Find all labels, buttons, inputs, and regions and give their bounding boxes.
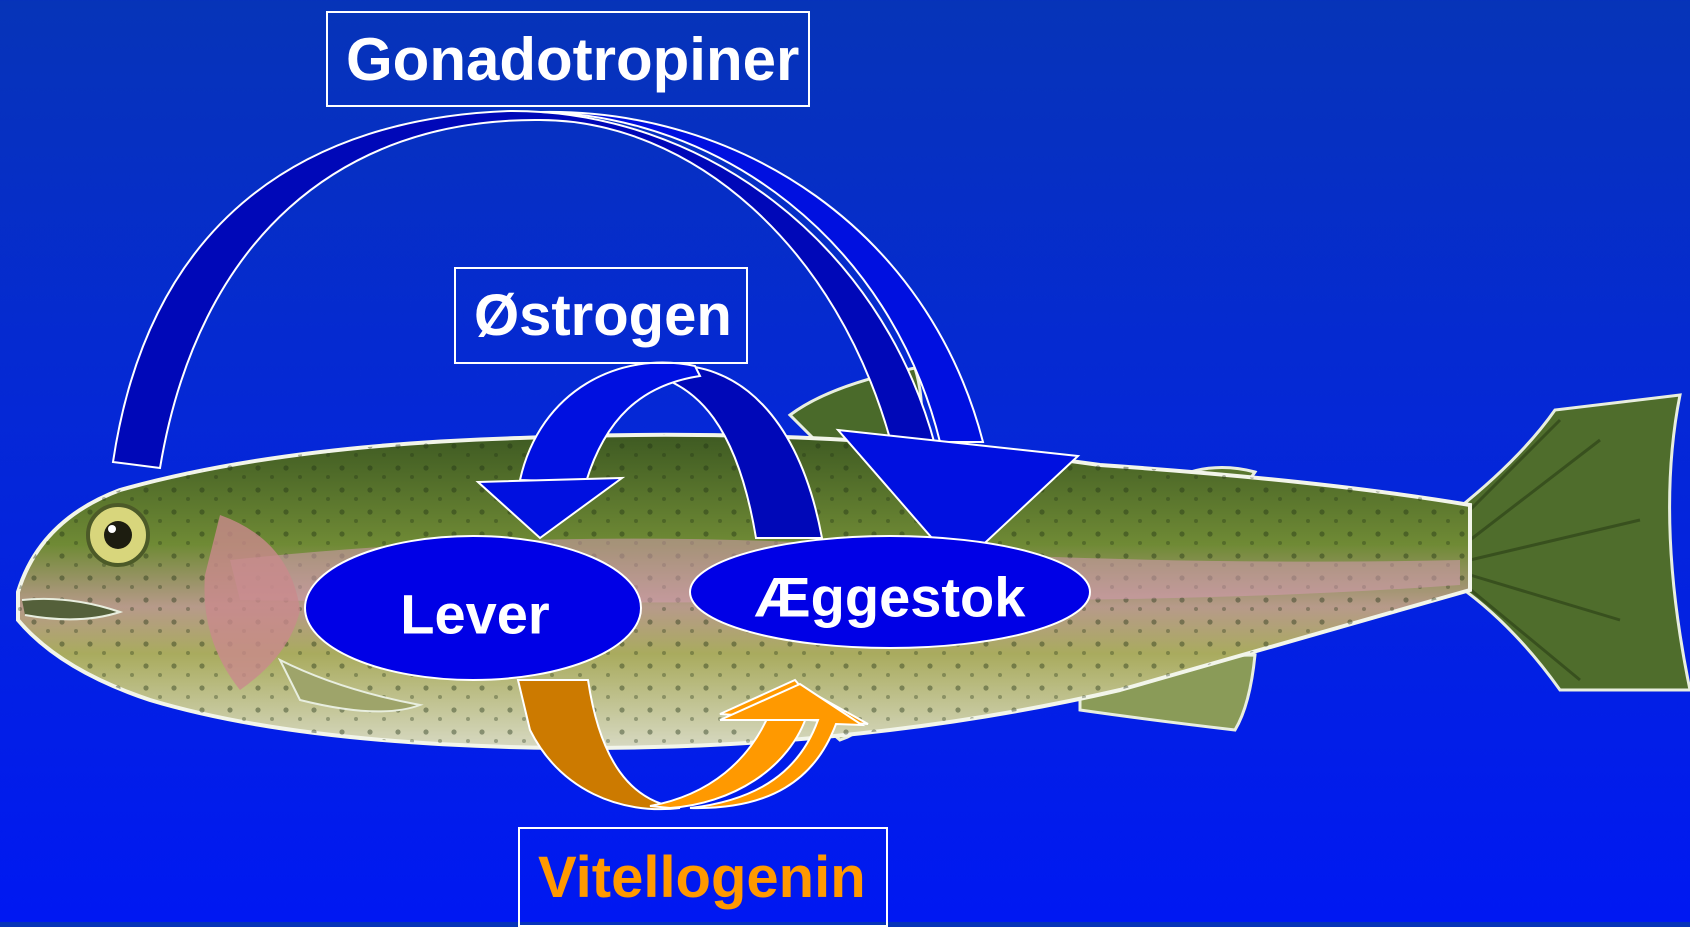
ostrogen-text: Østrogen bbox=[474, 282, 732, 349]
ostrogen-label: Østrogen bbox=[454, 267, 748, 364]
gonadotropiner-label: Gonadotropiner bbox=[326, 11, 810, 107]
gonadotropiner-text: Gonadotropiner bbox=[346, 25, 799, 94]
lever-label: Lever bbox=[400, 582, 549, 647]
vitellogenin-text: Vitellogenin bbox=[538, 844, 866, 911]
aeggestok-label: Æggestok bbox=[755, 565, 1026, 630]
tail-fin bbox=[1450, 395, 1690, 690]
vitellogenin-label: Vitellogenin bbox=[518, 827, 888, 927]
